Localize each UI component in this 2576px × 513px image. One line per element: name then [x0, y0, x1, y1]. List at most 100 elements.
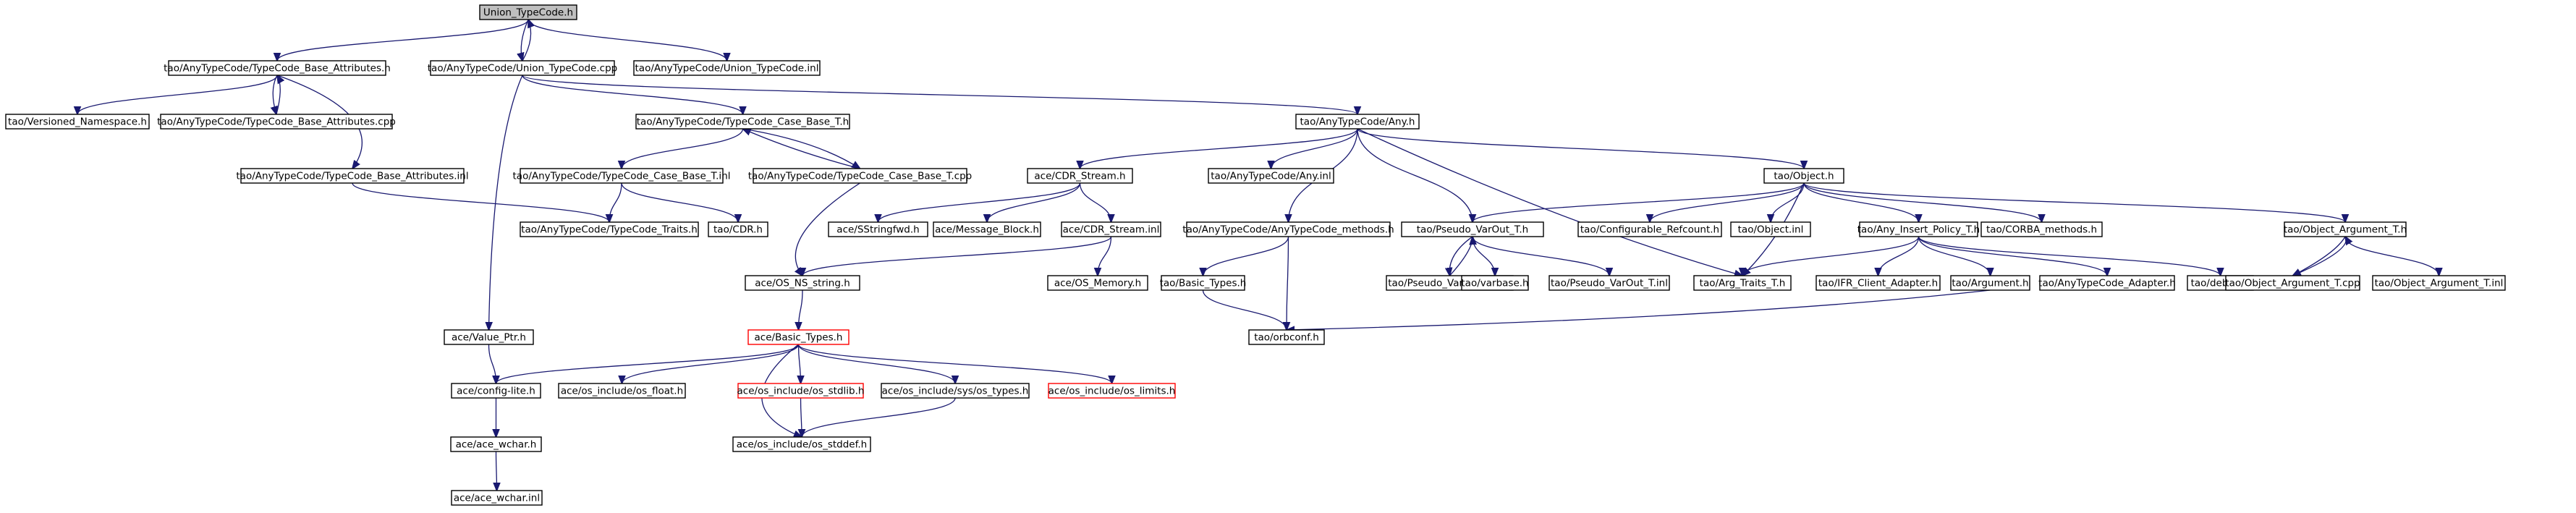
edge-n2-to-n0: [522, 20, 531, 62]
node-tao-orbconf-h[interactable]: tao/orbconf.h: [1248, 329, 1325, 345]
edge-n33-to-n38: [2293, 236, 2346, 276]
edge-n0-to-n3: [528, 19, 727, 61]
node-tao-anytypecode-typecode-case-base-t-h[interactable]: tao/AnyTypeCode/TypeCode_Case_Base_T.h: [635, 114, 850, 130]
node-tao-anytypecode-union-typecode-cpp[interactable]: tao/AnyTypeCode/Union_TypeCode.cpp: [428, 60, 617, 76]
node-label: tao/Basic_Types.h: [1160, 278, 1247, 289]
node-tao-anytypecode-typecode-base-attributes-h[interactable]: tao/AnyTypeCode/TypeCode_Base_Attributes…: [164, 60, 391, 76]
edge-n45-to-n47: [802, 397, 956, 437]
node-box: [1816, 275, 1941, 291]
node-label: ace/Basic_Types.h: [755, 332, 843, 344]
node-tao-configurable-refcount-h[interactable]: tao/Configurable_Refcount.h: [1577, 221, 1722, 237]
node-label: tao/orbconf.h: [1254, 332, 1319, 344]
node-box: [881, 383, 1030, 399]
node-box: [451, 383, 541, 399]
node-tao-object-argument-t-inl[interactable]: tao/Object_Argument_T.inl: [2372, 275, 2506, 291]
node-ace-config-lite-h[interactable]: ace/config-lite.h: [451, 383, 541, 399]
node-tao-anytypecode-any-h[interactable]: tao/AnyTypeCode/Any.h: [1295, 114, 1420, 130]
node-box: [1693, 275, 1792, 291]
node-label: tao/AnyTypeCode/TypeCode_Case_Base_T.h: [637, 116, 850, 128]
node-label: tao/AnyTypeCode/TypeCode_Traits.h: [521, 224, 698, 236]
node-box: [558, 383, 686, 399]
node-box: [747, 329, 850, 345]
node-ace-cdr-stream-inl[interactable]: ace/CDR_Stream.inl: [1061, 221, 1161, 237]
node-label: tao/Versioned_Namespace.h: [8, 116, 147, 128]
node-ace-sstringfwd-h[interactable]: ace/SStringfwd.h: [828, 221, 928, 237]
node-label: tao/Object.h: [1774, 171, 1834, 182]
node-tao-arg-traits-t-h[interactable]: tao/Arg_Traits_T.h: [1693, 275, 1792, 291]
node-box: [168, 60, 386, 76]
node-tao-object-argument-t-h[interactable]: tao/Object_Argument_T.h: [2284, 221, 2407, 237]
node-tao-pseudo-varout-t-h[interactable]: tao/Pseudo_VarOut_T.h: [1401, 221, 1544, 237]
edge-n31-to-n28: [1742, 236, 1920, 276]
edge-n25-to-n16: [1449, 237, 1473, 276]
edge-n16-to-n27: [1472, 236, 1609, 276]
node-ace-os-memory-h[interactable]: ace/OS_Memory.h: [1047, 275, 1148, 291]
node-tao-ifr-client-adapter-h[interactable]: tao/IFR_Client_Adapter.h: [1816, 275, 1941, 291]
node-tao-cdr-h[interactable]: tao/CDR.h: [708, 221, 768, 237]
edge-n15-to-n24: [1287, 236, 1289, 330]
edge-n10-to-n21: [795, 182, 860, 276]
node-label: tao/AnyTypeCode_Adapter.h: [2038, 278, 2176, 289]
node-tao-anytypecode-typecode-case-base-t-cpp[interactable]: tao/AnyTypeCode/TypeCode_Case_Base_T.cpp: [748, 168, 973, 184]
node-union-typecode-h[interactable]: Union_TypeCode.h: [479, 4, 577, 20]
edge-n31-to-n34: [1878, 236, 1920, 276]
node-tao-corba-methods-h[interactable]: tao/CORBA_methods.h: [1980, 221, 2103, 237]
edge-n12-to-n17: [1357, 128, 1804, 169]
node-ace-basic-types-h[interactable]: ace/Basic_Types.h: [747, 329, 850, 345]
node-box: [479, 4, 577, 20]
node-ace-os-include-os-float-h[interactable]: ace/os_include/os_float.h: [558, 383, 686, 399]
node-label: ace/Value_Ptr.h: [452, 332, 526, 344]
node-ace-ace-wchar-h[interactable]: ace/ace_wchar.h: [450, 436, 542, 452]
edge-n13-to-n18: [878, 182, 1081, 222]
edge-n44-to-n47: [801, 397, 802, 437]
node-ace-message-block-h[interactable]: ace/Message_Block.h: [933, 221, 1041, 237]
edge-n41-to-n42: [496, 344, 800, 383]
edge-n20-to-n22: [1098, 236, 1112, 276]
node-tao-anytypecode-typecode-case-base-t-inl[interactable]: tao/AnyTypeCode/TypeCode_Case_Base_T.inl: [513, 168, 731, 184]
node-tao-argument-h[interactable]: tao/Argument.h: [1950, 275, 2030, 291]
node-ace-ace-wchar-inl[interactable]: ace/ace_wchar.inl: [451, 490, 543, 506]
node-tao-anytypecode-typecode-traits-h[interactable]: tao/AnyTypeCode/TypeCode_Traits.h: [520, 221, 699, 237]
node-box: [5, 114, 150, 130]
edge-n21-to-n41: [799, 289, 803, 330]
edge-n31-to-n36: [1918, 236, 2108, 276]
node-tao-anytypecode-adapter-h[interactable]: tao/AnyTypeCode_Adapter.h: [2038, 275, 2176, 291]
node-label: tao/AnyTypeCode/Union_TypeCode.inl: [635, 63, 819, 75]
node-tao-anytypecode-typecode-base-attributes-inl[interactable]: tao/AnyTypeCode/TypeCode_Base_Attributes…: [236, 168, 469, 184]
node-tao-versioned-namespace-h[interactable]: tao/Versioned_Namespace.h: [5, 114, 150, 130]
node-tao-anytypecode-typecode-base-attributes-cpp[interactable]: tao/AnyTypeCode/TypeCode_Base_Attributes…: [157, 114, 396, 130]
node-ace-os-include-os-stdlib-h[interactable]: ace/os_include/os_stdlib.h: [737, 383, 865, 399]
node-box: [933, 221, 1041, 237]
node-tao-object-h[interactable]: tao/Object.h: [1763, 168, 1844, 184]
node-label: tao/AnyTypeCode/Any.h: [1300, 116, 1415, 128]
node-tao-anytypecode-any-inl[interactable]: tao/AnyTypeCode/Any.inl: [1208, 168, 1334, 184]
edge-n13-to-n20: [1079, 182, 1111, 222]
edge-n16-to-n26: [1472, 236, 1495, 276]
edge-n8-to-n9: [622, 128, 744, 169]
node-ace-os-ns-string-h[interactable]: ace/OS_NS_string.h: [745, 275, 860, 291]
edge-n9-to-n7: [609, 182, 622, 222]
node-tao-pseudo-varout-t-inl[interactable]: tao/Pseudo_VarOut_T.inl: [1548, 275, 1670, 291]
node-box: [2225, 275, 2360, 291]
node-label: tao/AnyTypeCode/AnyTypeCode_methods.h: [1182, 224, 1394, 236]
edge-n0-to-n2: [521, 19, 529, 61]
node-label: ace/OS_NS_string.h: [755, 278, 850, 289]
node-ace-os-include-os-stddef-h[interactable]: ace/os_include/os_stddef.h: [732, 436, 871, 452]
edge-n12-to-n14: [1271, 128, 1358, 169]
node-tao-varbase-h[interactable]: tao/varbase.h: [1461, 275, 1529, 291]
node-ace-value-ptr-h[interactable]: ace/Value_Ptr.h: [444, 329, 534, 345]
node-tao-basic-types-h[interactable]: tao/Basic_Types.h: [1160, 275, 1247, 291]
node-box: [2039, 275, 2175, 291]
node-tao-object-inl[interactable]: tao/Object.inl: [1730, 221, 1811, 237]
edge-n2-to-n12: [522, 75, 1357, 114]
node-tao-any-insert-policy-t-h[interactable]: tao/Any_Insert_Policy_T.h: [1857, 221, 1980, 237]
node-ace-os-include-sys-os-types-h[interactable]: ace/os_include/sys/os_types.h: [881, 383, 1030, 399]
edge-n33-to-n39: [2344, 236, 2439, 276]
node-box: [1548, 275, 1670, 291]
node-label: tao/AnyTypeCode/TypeCode_Case_Base_T.cpp: [748, 171, 973, 182]
node-tao-anytypecode-anytypecode-methods-h[interactable]: tao/AnyTypeCode/AnyTypeCode_methods.h: [1182, 221, 1394, 237]
node-ace-cdr-stream-h[interactable]: ace/CDR_Stream.h: [1027, 168, 1133, 184]
node-tao-object-argument-t-cpp[interactable]: tao/Object_Argument_T.cpp: [2225, 275, 2360, 291]
node-tao-anytypecode-union-typecode-inl[interactable]: tao/AnyTypeCode/Union_TypeCode.inl: [633, 60, 821, 76]
node-ace-os-include-os-limits-h[interactable]: ace/os_include/os_limits.h: [1048, 383, 1176, 399]
